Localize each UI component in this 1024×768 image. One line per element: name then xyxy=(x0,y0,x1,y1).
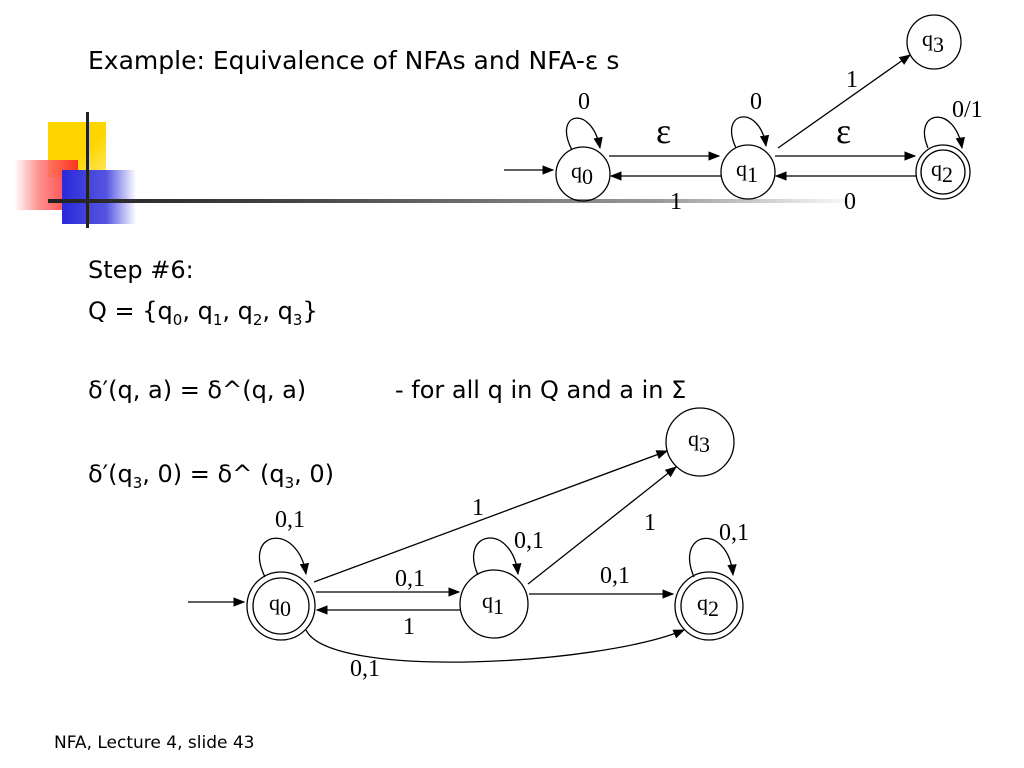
top-edge-q0-q1-label: ε xyxy=(656,111,671,151)
step-heading: Step #6: xyxy=(88,256,194,284)
bottom-loop-q1 xyxy=(472,537,522,576)
bottom-edge-q1-q3-label: 1 xyxy=(644,510,656,536)
bottom-label-q1: q1 xyxy=(482,588,504,619)
slide-title: Example: Equivalence of NFAs and NFA-ε s xyxy=(88,46,620,75)
decor-horizontal-rule xyxy=(48,199,860,203)
top-edge-q1-q0-label: 1 xyxy=(670,189,682,215)
bottom-edge-q1-q2-label: 0,1 xyxy=(600,563,630,589)
bottom-loop-q2-label: 0,1 xyxy=(719,520,749,546)
bottom-edge-q0-q3-label: 1 xyxy=(472,495,484,521)
bottom-loop-q1-label: 0,1 xyxy=(514,528,544,554)
bottom-diagram-text: q0 q1 q2 q3 0,1 0,1 0,1 0,1 1 1 1 0,1 0,… xyxy=(269,426,749,682)
bottom-edge-q0-q3 xyxy=(313,450,669,583)
top-state-q2 xyxy=(915,144,971,200)
bottom-state-q0 xyxy=(246,571,316,641)
top-loop-q1-label: 0 xyxy=(750,89,762,115)
top-nfa-epsilon-diagram xyxy=(504,14,971,202)
bottom-state-q3 xyxy=(665,407,735,477)
bottom-label-q3: q3 xyxy=(688,426,710,457)
bottom-edge-q0-q2-label: 0,1 xyxy=(350,656,380,682)
slide-footer: NFA, Lecture 4, slide 43 xyxy=(54,733,255,753)
top-edge-q1-q3-label: 1 xyxy=(846,67,858,93)
bottom-label-q2: q2 xyxy=(697,590,719,621)
top-edge-q1-q3 xyxy=(777,54,911,149)
delta-note: - for all q in Q and a in Σ xyxy=(395,376,687,404)
top-label-q0: q0 xyxy=(571,158,593,189)
bottom-edge-q0-q1-label: 0,1 xyxy=(395,566,425,592)
bottom-state-q2 xyxy=(674,571,744,641)
bottom-state-q1 xyxy=(459,569,529,639)
delta-example: δ′(q3, 0) = δ^ (q3, 0) xyxy=(88,460,334,492)
delta-definition: δ′(q, a) = δ^(q, a) xyxy=(88,376,307,404)
bottom-nfa-diagram xyxy=(188,407,744,663)
bottom-edge-q1-q0-label: 1 xyxy=(403,614,415,640)
top-label-q2: q2 xyxy=(931,156,953,187)
top-loop-q1 xyxy=(730,116,770,149)
bottom-state-q0-inner xyxy=(252,577,310,635)
top-state-q2-inner xyxy=(920,149,966,195)
decor-vertical-rule xyxy=(86,112,89,228)
top-state-q3 xyxy=(906,14,962,70)
states-set: Q = {q0, q1, q2, q3} xyxy=(88,297,318,329)
top-edge-q2-q1-label: 0 xyxy=(844,189,856,215)
top-edge-q1-q2-label: ε xyxy=(836,111,851,151)
bottom-edge-q0-q2 xyxy=(305,629,686,663)
bottom-edge-q1-q3 xyxy=(527,466,677,585)
top-loop-q2 xyxy=(923,116,965,150)
top-loop-q0-label: 0 xyxy=(578,89,590,115)
bottom-loop-q2 xyxy=(688,537,737,578)
bottom-label-q0: q0 xyxy=(269,590,291,621)
top-label-q1: q1 xyxy=(736,156,758,187)
decor-blue-square xyxy=(62,170,136,224)
top-loop-q2-label: 0/1 xyxy=(952,97,983,123)
top-diagram-text: q0 q1 q2 q3 0 0 0/1 ε ε 1 0 1 xyxy=(571,26,983,215)
top-loop-q0 xyxy=(565,117,603,151)
bottom-loop-q0 xyxy=(258,537,310,578)
top-label-q3: q3 xyxy=(922,26,944,57)
bottom-loop-q0-label: 0,1 xyxy=(275,507,305,533)
bottom-state-q2-inner xyxy=(680,577,738,635)
